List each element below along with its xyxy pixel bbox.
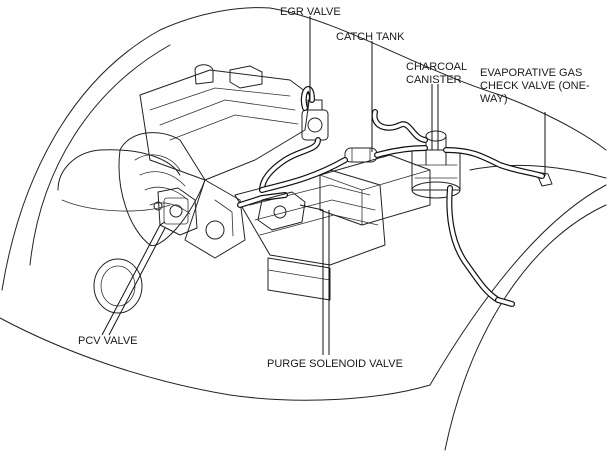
label-evap-check-valve: EVAPORATIVE GAS CHECK VALVE (ONE-WAY) — [480, 67, 590, 105]
leader-lines — [101, 16, 546, 355]
label-charcoal-canister: CHARCOAL CANISTER — [406, 61, 468, 86]
label-egr-valve: EGR VALVE — [280, 6, 341, 18]
leader-purge-solenoid — [299, 204, 324, 355]
purge-solenoid-part — [257, 191, 306, 231]
label-pcv-valve: PCV VALVE — [78, 335, 138, 347]
engine-block — [118, 64, 386, 301]
label-purge-solenoid-valve: PURGE SOLENOID VALVE — [267, 358, 403, 370]
evap-check-valve-part — [535, 171, 553, 187]
pcv-valve-part — [153, 187, 198, 236]
air-cleaner-box — [319, 154, 431, 226]
headlamp-outline — [57, 149, 181, 212]
label-catch-tank: CATCH TANK — [336, 31, 405, 43]
car-body-outline — [0, 7, 607, 451]
hoses — [237, 85, 545, 307]
leader-pcv-valve — [101, 221, 166, 336]
catch-tank-part — [344, 147, 378, 163]
leader-pcv-valve-b — [108, 227, 166, 336]
